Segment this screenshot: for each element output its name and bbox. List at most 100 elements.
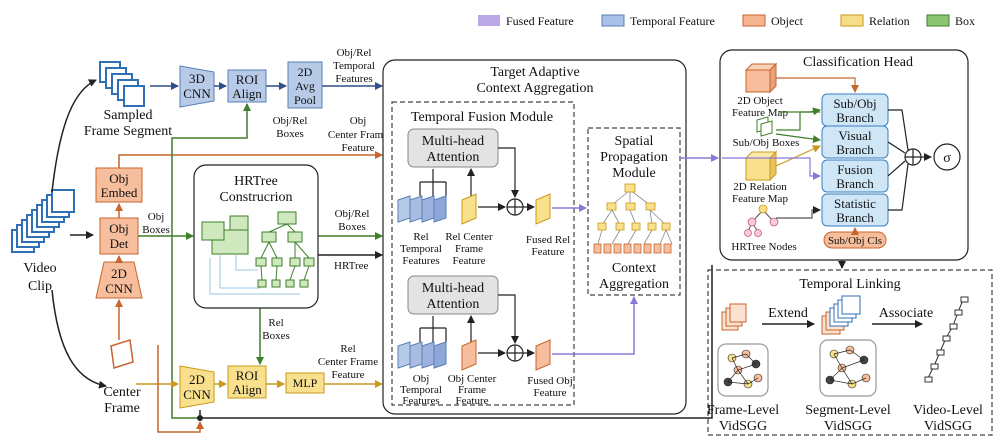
mlp-block: MLP: [285, 372, 325, 394]
segment-level-graph: [819, 339, 877, 397]
legend: Fused Feature Temporal Feature Object Re…: [478, 14, 975, 28]
svg-text:Sub/Obj Boxes: Sub/Obj Boxes: [733, 137, 800, 149]
oplus-upper: [506, 198, 524, 216]
legend-label-fused: Fused Feature: [506, 14, 574, 28]
video-level-chain: [924, 296, 969, 383]
legend-label-relation: Relation: [869, 14, 910, 28]
svg-text:Temporal Fusion Module: Temporal Fusion Module: [411, 110, 553, 125]
temporal-linking-panel: Temporal Linking: [707, 269, 993, 436]
sigma-node: σ: [933, 143, 961, 171]
tfm-panel: Temporal Fusion Module: [391, 101, 575, 406]
oplus-lower: [506, 344, 524, 362]
svg-text:HRTree Nodes: HRTree Nodes: [731, 241, 796, 253]
associate-label: Associate: [879, 306, 933, 321]
legend-swatch-temporal: [601, 14, 625, 27]
legend-label-box: Box: [955, 14, 975, 28]
center-frame-icon: [110, 339, 134, 369]
legend-swatch-box: [926, 14, 950, 27]
segment-stack: [821, 295, 861, 335]
svg-text:Temporal Linking: Temporal Linking: [799, 277, 900, 292]
oplus-cls: [904, 148, 922, 166]
video-clip-stack: [11, 189, 75, 253]
legend-swatch-fused: [478, 15, 500, 26]
legend-label-temporal: Temporal Feature: [630, 14, 715, 28]
svg-text:Sub/Obj Cls: Sub/Obj Cls: [828, 235, 882, 247]
legend-swatch-relation: [840, 14, 864, 27]
hrtree-nodes-icon: HRTree Nodes: [731, 204, 797, 253]
subobj-boxes-icon: Sub/Obj Boxes: [733, 116, 800, 149]
sampled-frame-stack: [99, 61, 145, 107]
svg-text:MLP: MLP: [293, 376, 318, 390]
svg-text:Classification Head: Classification Head: [803, 55, 913, 70]
frame-level-graph: [717, 343, 769, 397]
legend-label-object: Object: [771, 14, 804, 28]
subobj-cls: Sub/Obj Cls: [823, 231, 887, 249]
extend-label: Extend: [768, 306, 808, 321]
edge-hrtree: HRTree: [334, 260, 368, 272]
legend-swatch-object: [742, 14, 766, 27]
